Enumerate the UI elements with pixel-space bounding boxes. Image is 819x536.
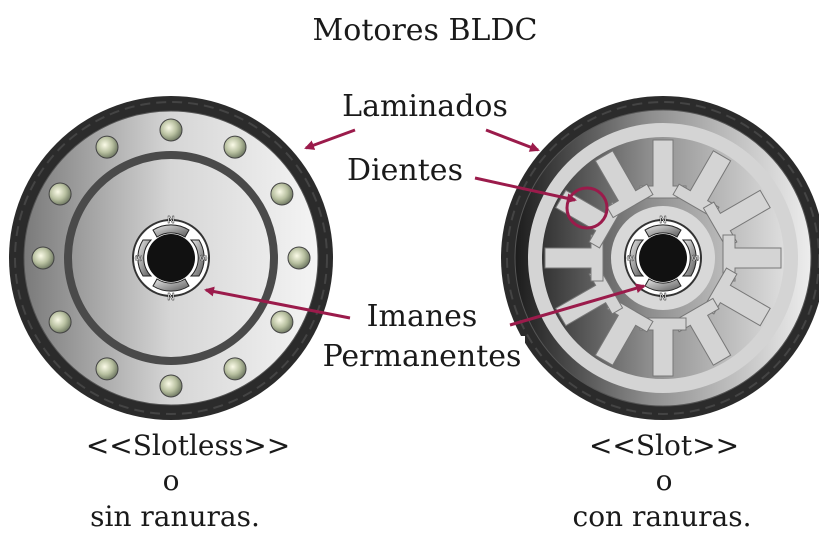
label-bg — [340, 150, 470, 188]
label-bg — [330, 86, 520, 124]
label-imanes: Imanes — [367, 299, 478, 334]
diagram-title: Motores BLDC — [313, 13, 538, 48]
stator-teeth — [528, 123, 798, 393]
pole-label-s: S — [689, 255, 700, 262]
slotless-shaft — [147, 234, 195, 282]
caption-slotless-line1: <<Slotless>> — [86, 429, 290, 462]
label-laminados: Laminados — [342, 89, 508, 124]
bolt-hole — [223, 357, 247, 381]
arrow-laminados-left — [304, 128, 356, 150]
bolt-hole — [48, 310, 72, 334]
bolt-hole — [159, 374, 183, 398]
stator-yoke — [528, 123, 798, 393]
stator-tooth — [594, 150, 654, 219]
caption-slotless: <<Slotless>> o sin ranuras. — [86, 429, 290, 533]
pole-label-n: N — [167, 292, 174, 303]
label-permanentes: Permanentes — [323, 339, 522, 374]
pole-label-s: S — [626, 254, 637, 261]
caption-slotless-line2: o — [163, 464, 180, 497]
bolt-hole — [159, 118, 183, 142]
caption-slot-line2: o — [656, 464, 673, 497]
callout-arrows — [204, 128, 646, 327]
pole-label-s: S — [197, 255, 208, 262]
bolt-hole — [270, 310, 294, 334]
caption-slot: <<Slot>> o con ranuras. — [573, 429, 752, 533]
label-dientes: Dientes — [347, 153, 463, 188]
slotless-motor: N N S S — [9, 96, 333, 420]
pole-label-s: S — [134, 254, 145, 261]
label-bg — [350, 295, 490, 333]
pole-label-n: N — [659, 215, 666, 226]
arrow-laminados-right — [485, 128, 540, 152]
caption-slotless-line3: sin ranuras. — [90, 500, 260, 533]
pole-label-n: N — [167, 215, 174, 226]
arrow-imanes-left — [204, 286, 351, 320]
arrow-imanes-right — [509, 283, 646, 327]
bolt-hole — [95, 135, 119, 159]
bolt-hole — [31, 246, 55, 270]
bolt-hole — [223, 135, 247, 159]
tooth-highlight-circle — [565, 186, 609, 230]
slot-rotor: N N S S — [624, 215, 702, 303]
label-bg — [320, 336, 525, 376]
slot-motor: N N S S — [501, 96, 819, 420]
bolt-holes — [31, 118, 311, 398]
bolt-hole — [287, 246, 311, 270]
bolt-hole — [48, 182, 72, 206]
slot-shaft — [639, 234, 687, 282]
pole-label-n: N — [659, 292, 666, 303]
caption-slot-line1: <<Slot>> — [589, 429, 739, 462]
bolt-hole — [270, 182, 294, 206]
arrow-dientes — [474, 176, 577, 204]
slotless-winding-ring — [64, 151, 278, 365]
bolt-hole — [95, 357, 119, 381]
slotless-rotor: N N S S — [132, 215, 210, 303]
caption-slot-line3: con ranuras. — [573, 500, 752, 533]
